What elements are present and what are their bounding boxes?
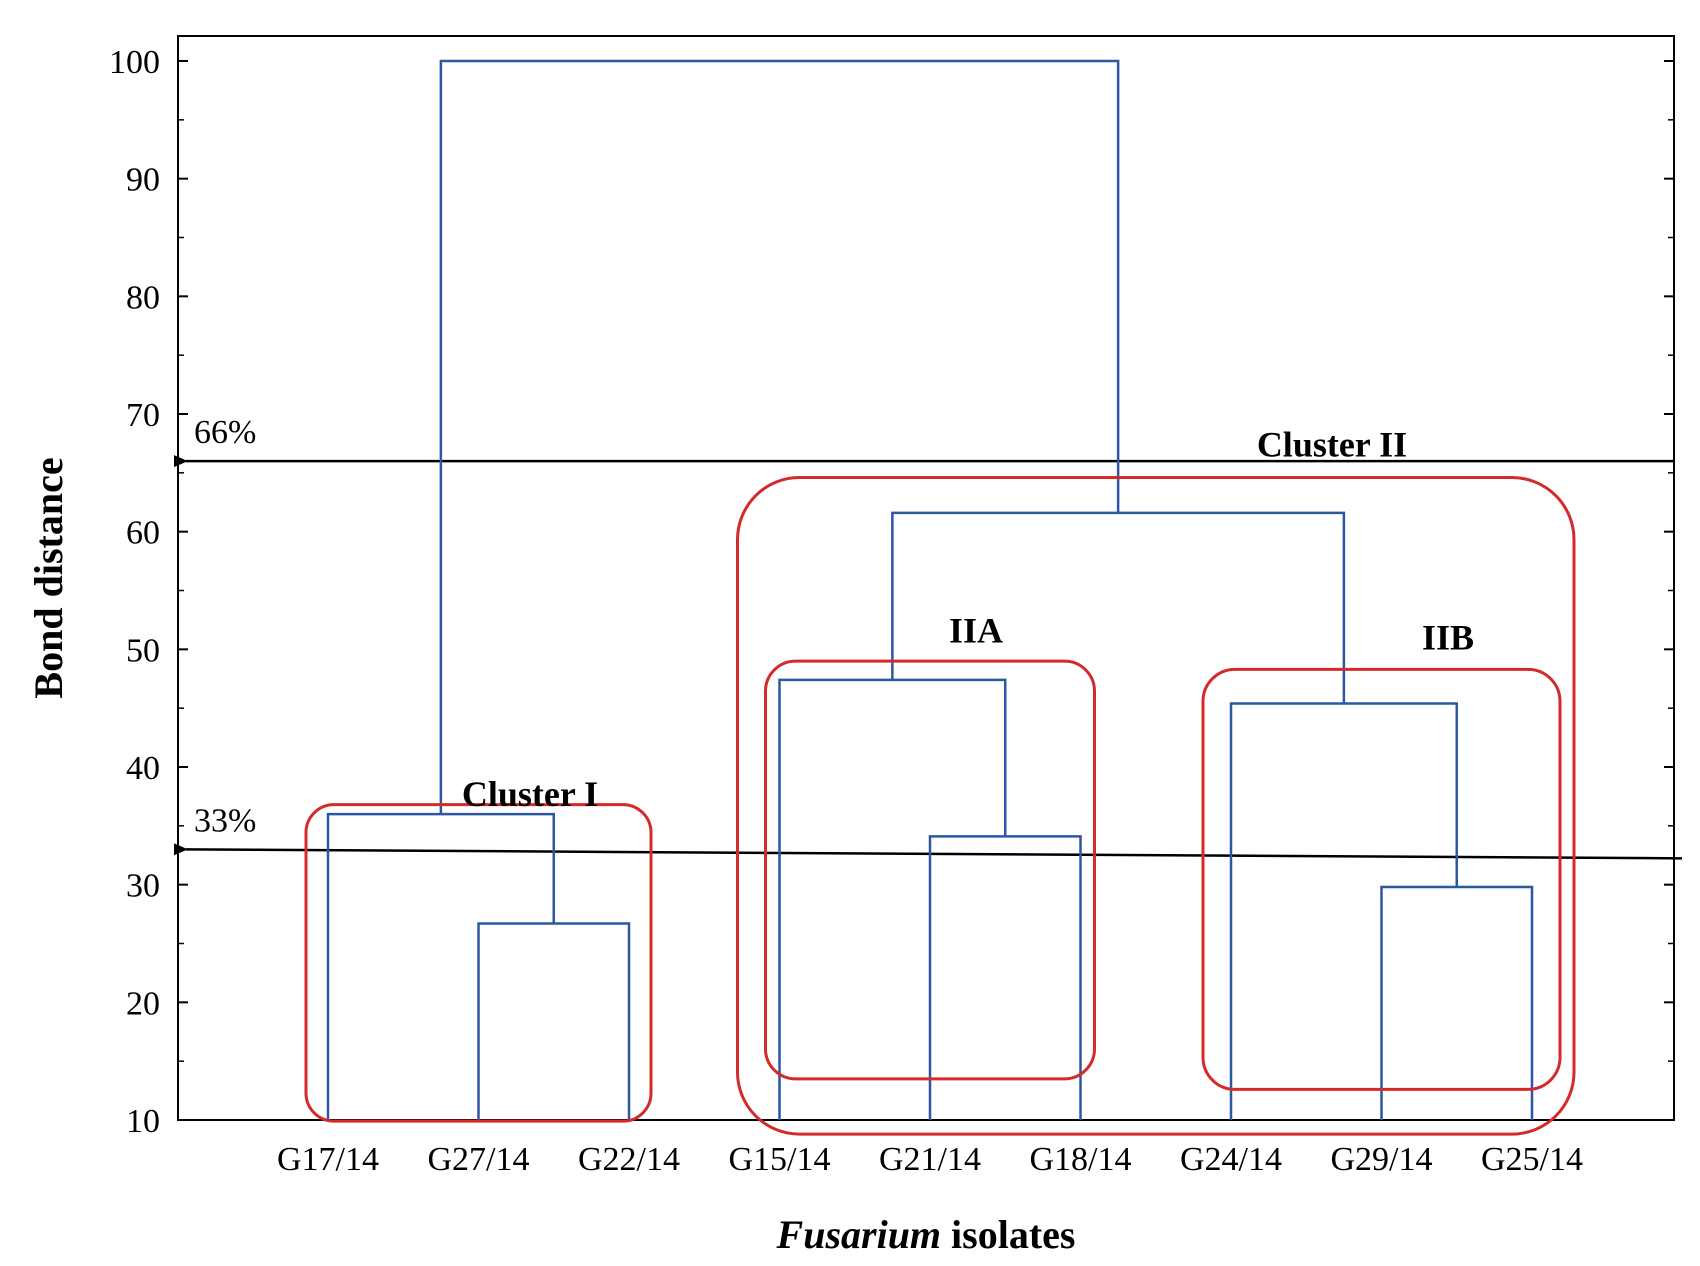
cluster-outline — [736, 476, 1576, 1136]
leaf-label: G29/14 — [1331, 1141, 1433, 1178]
leaf-label: G22/14 — [578, 1141, 680, 1178]
cluster-outline — [304, 803, 653, 1123]
x-axis-title: Fusarium isolates — [776, 1212, 1076, 1257]
y-tick-label: 60 — [126, 515, 160, 552]
threshold-label: 33% — [194, 802, 256, 839]
dendrogram-link — [1229, 702, 1458, 1120]
dendrogram-link — [477, 922, 631, 1120]
y-axis-ticks: 10 20 30 40 50 60 70 80 90 100 — [109, 44, 1674, 1140]
cluster-label: Cluster I — [462, 774, 598, 814]
cluster-outlines: Cluster I Cluster II IIA IIB — [304, 424, 1576, 1136]
leaf-label: G27/14 — [428, 1141, 530, 1178]
threshold-lines: 66% 33% — [173, 414, 1683, 860]
x-axis-title-rest: isolates — [941, 1212, 1075, 1257]
y-axis-title: Bond distance — [26, 457, 71, 698]
leaf-label: G18/14 — [1030, 1141, 1132, 1178]
threshold-line — [173, 843, 1683, 860]
dendrogram-link — [778, 678, 1007, 1120]
y-tick-label: 20 — [126, 985, 160, 1022]
cluster-label: IIB — [1422, 617, 1474, 657]
cluster-outline — [1201, 667, 1562, 1091]
y-tick-label: 70 — [126, 397, 160, 434]
y-tick-label: 30 — [126, 868, 160, 905]
plot-frame — [177, 35, 1675, 1121]
cluster-label: IIA — [949, 610, 1003, 650]
leaf-label: G21/14 — [879, 1141, 981, 1178]
leaf-label: G25/14 — [1481, 1141, 1583, 1178]
y-tick-label: 50 — [126, 632, 160, 669]
leaf-labels: G17/14 G27/14 G22/14 G15/14 G21/14 G18/14 G24/… — [277, 1141, 1583, 1178]
dendrogram-link — [891, 511, 1346, 704]
cluster-label: Cluster II — [1257, 424, 1407, 464]
dendrogram-link — [326, 812, 555, 1120]
leaf-label: G17/14 — [277, 1141, 379, 1178]
y-tick-label: 90 — [126, 162, 160, 199]
dendrogram-link — [1380, 885, 1534, 1120]
y-tick-label: 10 — [126, 1103, 160, 1140]
cluster-outline — [764, 659, 1096, 1081]
leaf-label: G24/14 — [1180, 1141, 1282, 1178]
y-tick-label: 100 — [109, 44, 160, 81]
dendrogram-branches — [326, 59, 1534, 1120]
y-tick-label: 40 — [126, 750, 160, 787]
leaf-label: G15/14 — [729, 1141, 831, 1178]
x-axis-title-italic: Fusarium — [776, 1212, 942, 1257]
threshold-label: 66% — [194, 414, 256, 451]
y-tick-label: 80 — [126, 279, 160, 316]
dendrogram-link — [439, 59, 1120, 815]
